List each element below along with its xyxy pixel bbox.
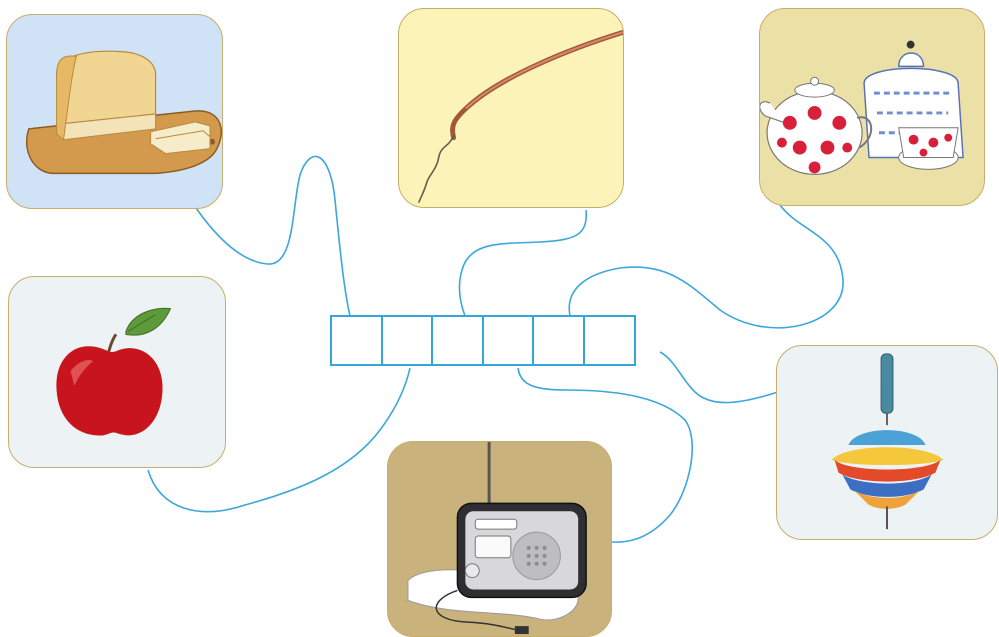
card-bread[interactable] — [6, 14, 223, 209]
letter-cell-4[interactable] — [482, 315, 535, 366]
line-whip — [459, 210, 586, 316]
teapots-icon — [760, 9, 984, 205]
apple-icon — [9, 277, 225, 467]
card-apple[interactable] — [8, 276, 226, 468]
letter-cell-2[interactable] — [381, 315, 434, 366]
letter-cell-1[interactable] — [330, 315, 383, 366]
line-top — [660, 352, 778, 403]
card-teapots[interactable] — [759, 8, 985, 206]
radio-icon — [388, 442, 611, 636]
bread-loaf-icon — [7, 15, 222, 208]
card-radio[interactable] — [387, 441, 612, 637]
line-teapots — [569, 205, 843, 328]
letter-cell-3[interactable] — [431, 315, 484, 366]
whip-icon — [399, 9, 623, 207]
word-grid — [330, 315, 636, 366]
letter-cell-5[interactable] — [532, 315, 585, 366]
card-top[interactable] — [776, 345, 998, 540]
card-whip[interactable] — [398, 8, 624, 208]
spinning-top-icon — [777, 346, 997, 539]
letter-cell-6[interactable] — [583, 315, 636, 366]
